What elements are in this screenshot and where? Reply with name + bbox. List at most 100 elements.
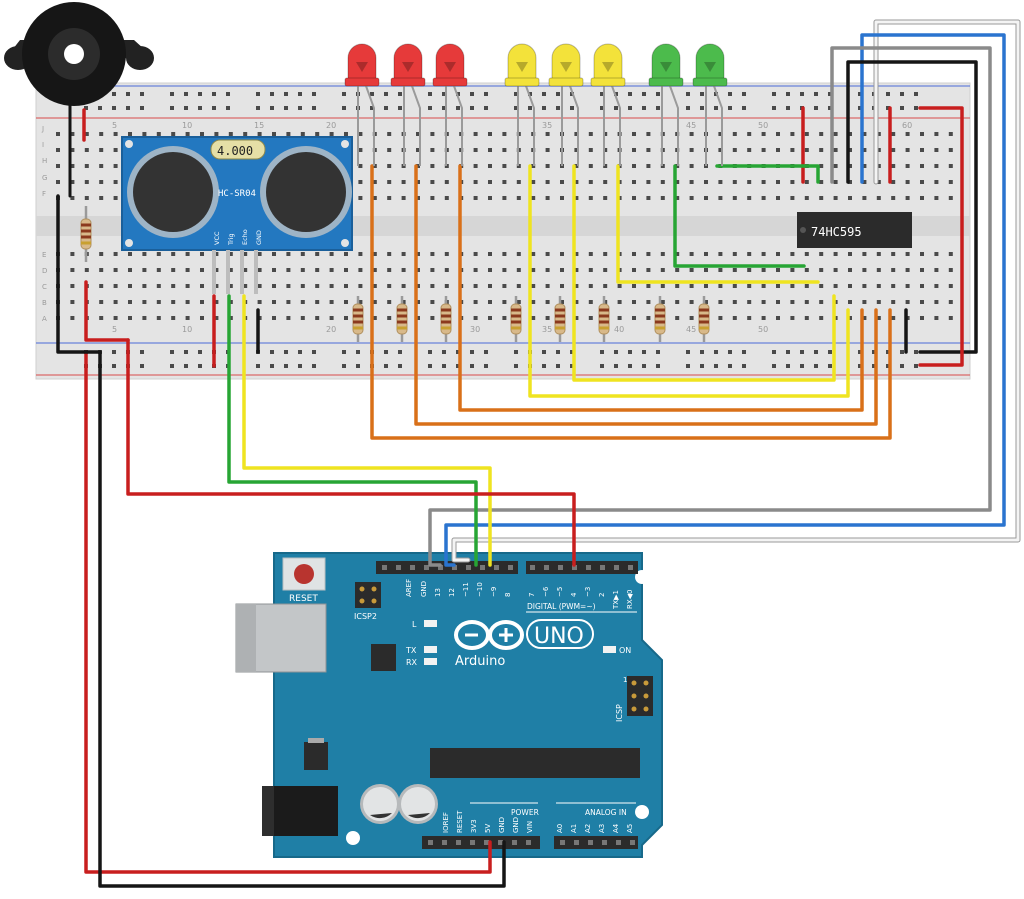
breadboard-hole — [632, 284, 636, 288]
breadboard-hole — [776, 180, 780, 184]
row-letter-d: D — [42, 267, 47, 275]
breadboard-hole — [934, 316, 939, 320]
breadboard-hole — [70, 132, 75, 136]
rail-hole — [828, 106, 832, 110]
breadboard-hole — [488, 180, 492, 184]
rail-hole — [170, 364, 174, 368]
rail-hole — [384, 106, 388, 110]
breadboard-hole — [632, 268, 636, 272]
col-num-bottom: 40 — [614, 325, 624, 334]
breadboard-hole — [776, 284, 780, 288]
breadboard-hole — [344, 316, 348, 320]
analog-header[interactable] — [554, 836, 638, 849]
breadboard-hole — [545, 180, 550, 184]
breadboard-hole — [603, 180, 608, 184]
breadboard-hole — [315, 284, 320, 288]
reset-button-cap[interactable] — [294, 564, 314, 584]
digital-header-left[interactable] — [376, 561, 518, 574]
power-label: POWER — [511, 808, 539, 817]
rail-hole — [772, 350, 776, 354]
breadboard-hole — [344, 284, 348, 288]
breadboard-hole — [574, 316, 579, 320]
breadboard-hole — [473, 252, 478, 256]
led — [648, 43, 684, 166]
breadboard-hole — [603, 268, 608, 272]
header-pin — [424, 565, 429, 570]
breadboard-hole — [70, 268, 75, 272]
breadboard-hole — [689, 180, 694, 184]
breadboard-hole — [934, 196, 939, 200]
breadboard-hole — [862, 196, 867, 200]
rail-hole — [642, 350, 646, 354]
breadboard-hole — [934, 268, 939, 272]
breadboard-hole — [84, 268, 89, 272]
column-numbers-bottom: 5 10 20 30 35 40 45 50 — [112, 325, 768, 334]
breadboard-hole — [99, 284, 104, 288]
breadboard-hole — [560, 252, 564, 256]
wire-yellow-out-2 — [528, 164, 850, 398]
breadboard-hole — [243, 268, 248, 272]
capacitor — [398, 784, 438, 824]
rail-hole — [714, 106, 718, 110]
breadboard-hole — [819, 180, 824, 184]
resistor-led — [440, 296, 452, 342]
breadboard-hole — [416, 164, 420, 168]
bottom-pin-holes — [428, 840, 635, 845]
breadboard-hole — [272, 284, 276, 288]
breadboard-hole — [560, 268, 564, 272]
rail-hole — [126, 106, 130, 110]
breadboard-hole — [200, 284, 204, 288]
rail-hole — [112, 350, 116, 354]
power-header[interactable] — [422, 836, 540, 849]
sensor-mount-hole — [341, 239, 349, 247]
header-pin — [614, 565, 619, 570]
breadboard-hole — [732, 268, 737, 272]
rail-hole — [312, 106, 316, 110]
breadboard-hole — [531, 284, 536, 288]
digital-header-right[interactable] — [526, 561, 638, 574]
breadboard-hole — [574, 132, 579, 136]
rail-hole — [542, 106, 546, 110]
breadboard-hole — [344, 268, 348, 272]
breadboard-hole — [776, 196, 780, 200]
breadboard-hole — [113, 132, 118, 136]
rail-hole — [556, 350, 560, 354]
icsp2-label: ICSP2 — [354, 612, 377, 621]
rail-hole — [656, 92, 660, 96]
rail-hole — [656, 106, 660, 110]
column-numbers-top: 5 10 15 20 35 45 50 60 — [112, 121, 912, 130]
col-num-bottom: 45 — [686, 325, 696, 334]
mounting-hole — [346, 831, 360, 845]
breadboard-hole — [257, 300, 262, 304]
rail-hole — [900, 106, 904, 110]
breadboard-hole — [329, 132, 334, 136]
breadboard-hole — [156, 252, 161, 256]
breadboard-hole — [185, 132, 190, 136]
breadboard-hole — [920, 180, 924, 184]
breadboard-hole — [99, 300, 104, 304]
breadboard-hole — [876, 316, 881, 320]
rail-hole — [528, 106, 532, 110]
rail-hole — [284, 350, 288, 354]
breadboard-hole — [948, 132, 953, 136]
breadboard-hole — [502, 268, 507, 272]
breadboard-hole — [560, 300, 564, 304]
pin-label-11: ~11 — [462, 582, 470, 597]
breadboard-hole — [56, 132, 60, 136]
rail-hole — [628, 364, 632, 368]
breadboard-hole — [113, 284, 118, 288]
breadboard-hole — [171, 268, 176, 272]
rail-hole — [342, 364, 346, 368]
breadboard-hole — [675, 268, 680, 272]
capacitor — [360, 784, 400, 824]
sensor-model-label: HC-SR04 — [218, 189, 256, 199]
header-pin — [616, 840, 621, 845]
breadboard-hole — [70, 316, 75, 320]
breadboard-hole — [718, 268, 723, 272]
pin-label-a3: A3 — [598, 824, 606, 833]
wire-white — [451, 19, 1021, 563]
rail-hole — [256, 92, 260, 96]
breadboard-hole — [891, 316, 896, 320]
breadboard-hole — [718, 132, 723, 136]
rail-hole — [456, 364, 460, 368]
